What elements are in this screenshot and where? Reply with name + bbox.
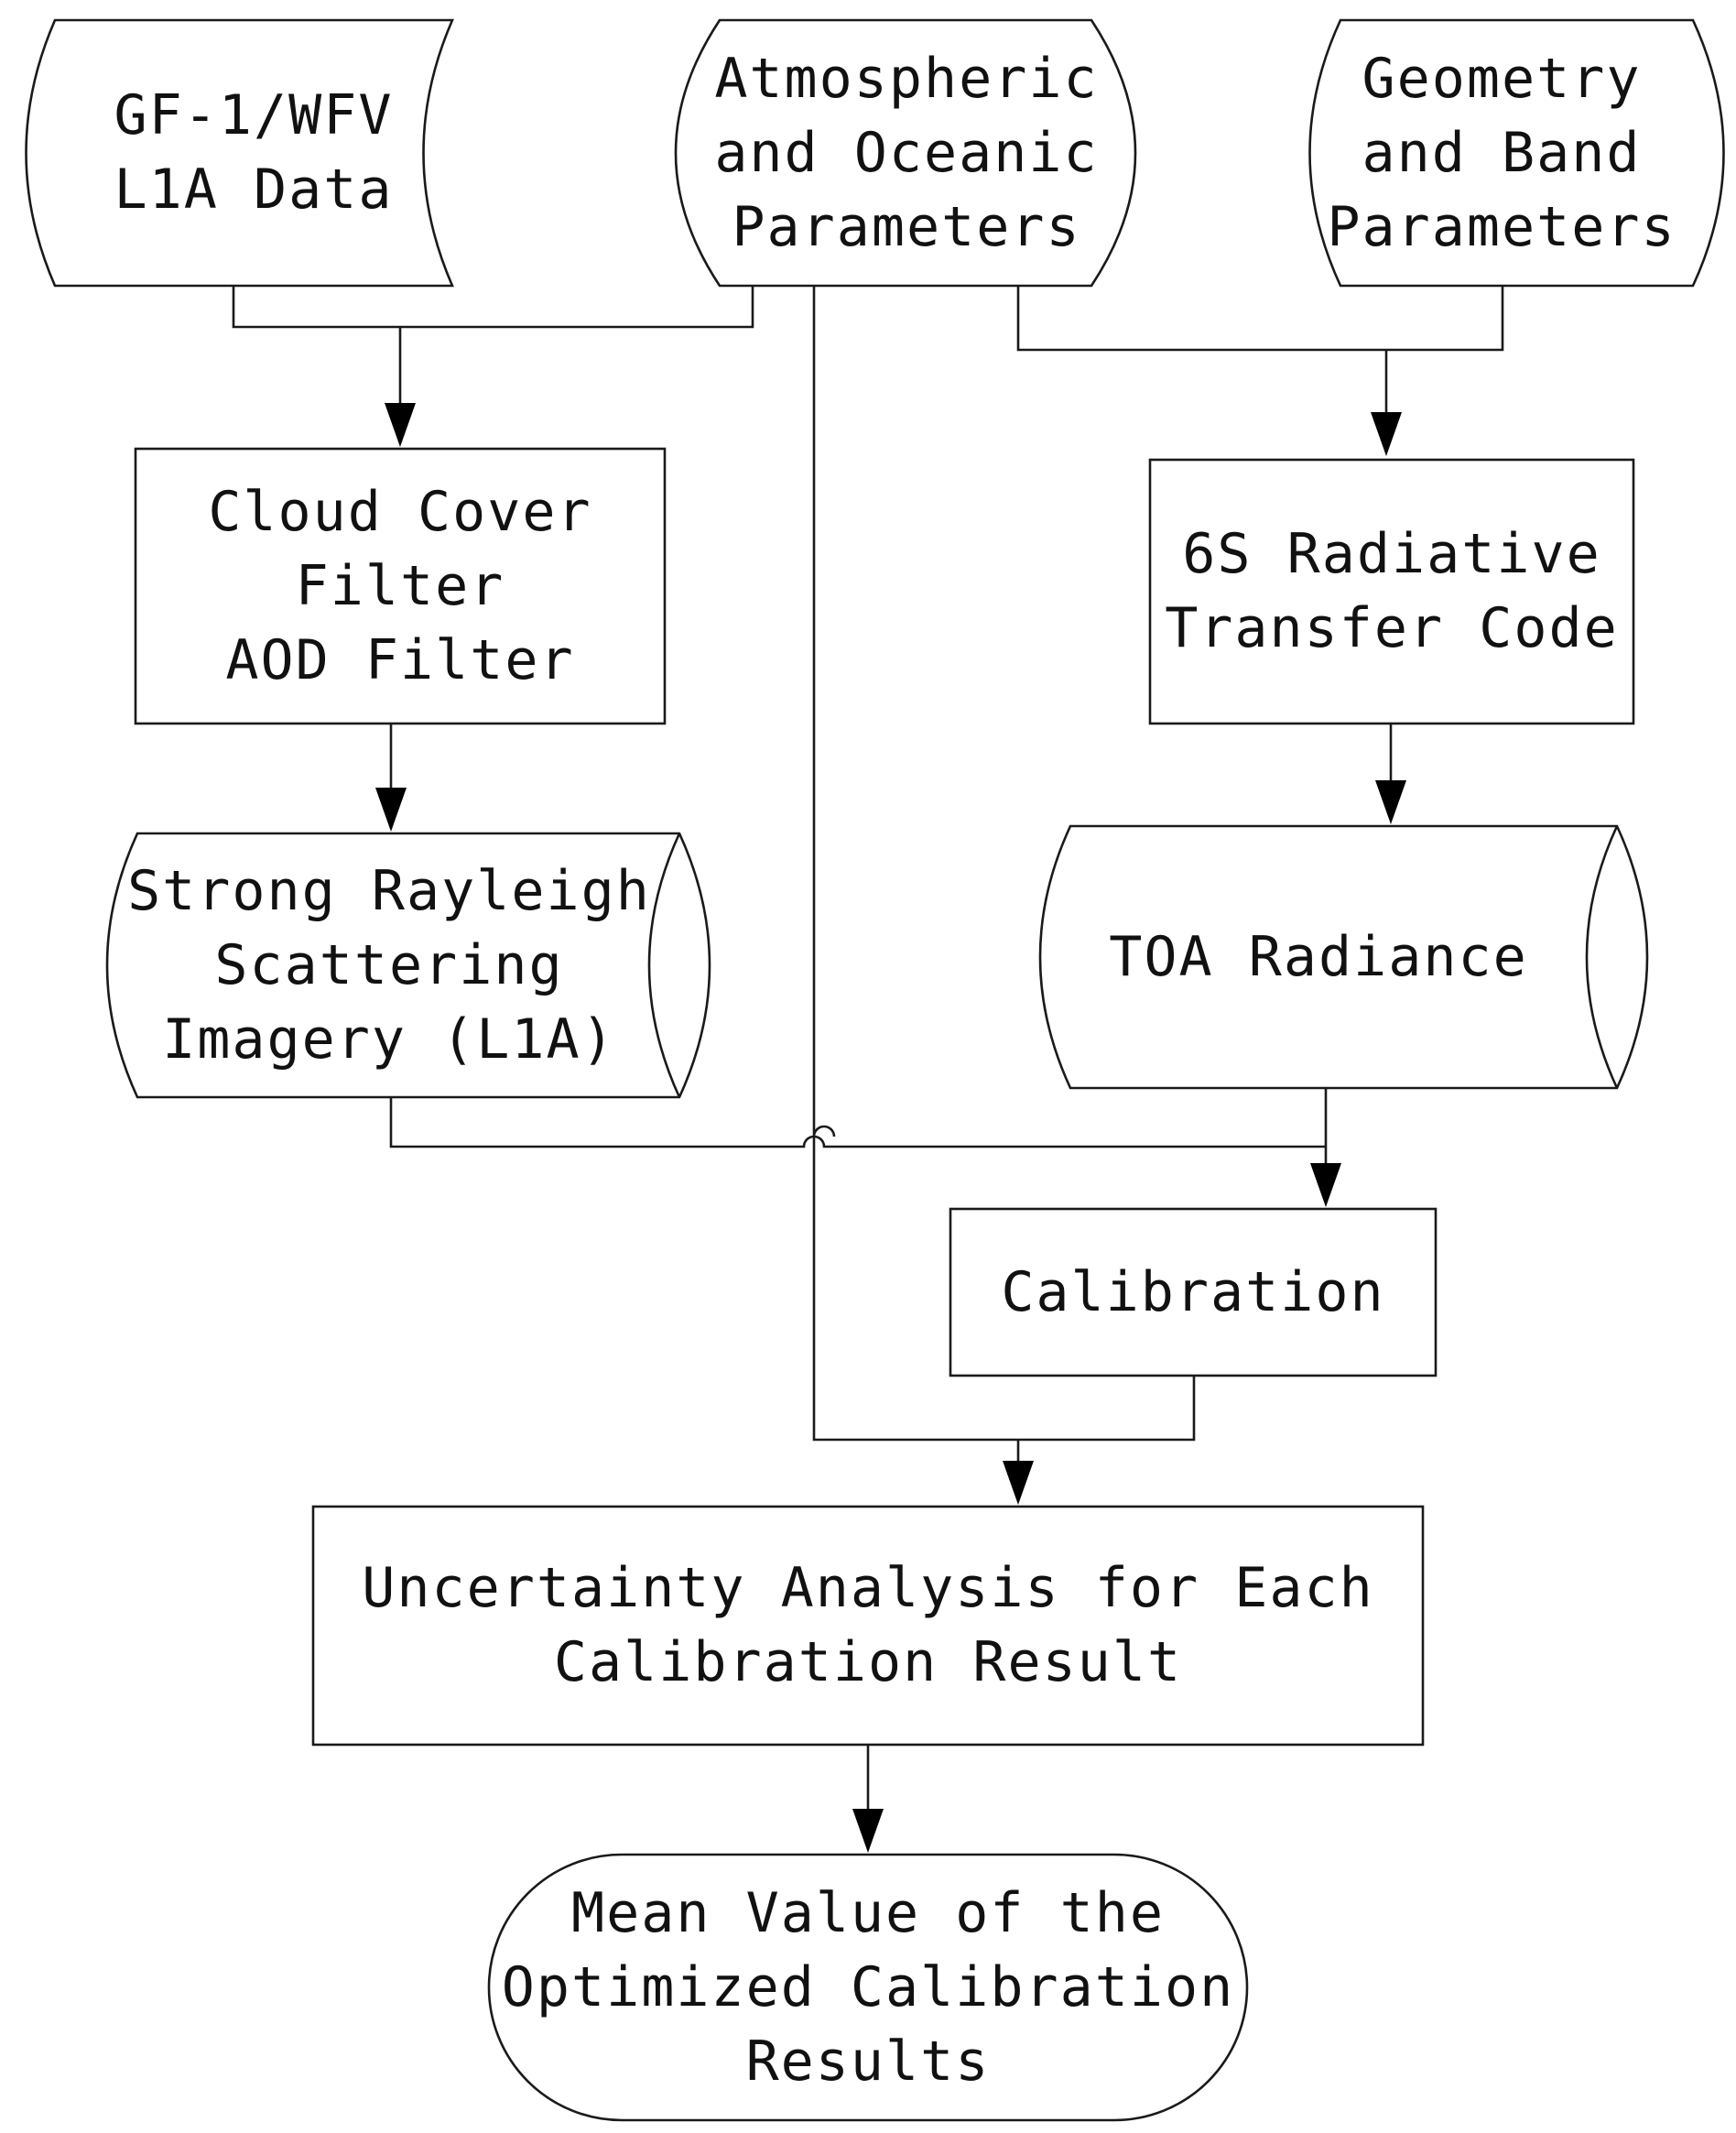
atmo-params-label: Atmospheric and Oceanic Parameters (696, 20, 1117, 286)
rt-code-box (1148, 458, 1635, 725)
cloud-filter-label-line: Cloud Cover (208, 479, 592, 544)
connector-to-calibration (389, 1088, 1328, 1163)
calibration-label-line: Calibration (1001, 1259, 1385, 1324)
gf1-data-label-line: L1A Data (114, 158, 394, 222)
mean-value-label-line: Mean Value of the (570, 1880, 1166, 1945)
cloud-filter-label-line: AOD Filter (225, 627, 575, 692)
arrowhead-uncertainty (1003, 1461, 1034, 1505)
atmo-params-label-line: and Oceanic (714, 120, 1099, 185)
mean-value-label-line: Optimized Calibration (501, 1954, 1235, 2019)
arrowhead-6s (1371, 412, 1402, 456)
arrowhead-toa (1375, 780, 1406, 824)
rayleigh-imagery-label: Strong Rayleigh Scattering Imagery (L1A) (119, 833, 659, 1097)
arrowhead-calibration (1310, 1163, 1341, 1207)
rayleigh-imagery-label-line: Imagery (L1A) (162, 1007, 616, 1072)
uncertainty-label-line: Uncertainty Analysis for Each (362, 1556, 1374, 1620)
rt-code-label: 6S Radiative Transfer Code (1150, 460, 1633, 724)
uncertainty-label: Uncertainty Analysis for Each Calibratio… (313, 1507, 1423, 1745)
arrowhead-imagery (375, 788, 407, 832)
geometry-params-stored-shape (1308, 18, 1725, 288)
connector-inputs-to-cloud-filter (232, 286, 754, 403)
gf1-data-label-line: GF-1/WFV (114, 83, 394, 147)
rayleigh-imagery-label-line: Strong Rayleigh (127, 858, 651, 923)
arrowhead-mean (852, 1809, 884, 1853)
connector-params-to-6s (1016, 286, 1504, 412)
toa-radiance-cylinder-curve (1585, 825, 1619, 1089)
mean-value-label: Mean Value of the Optimized Calibration … (489, 1855, 1247, 2120)
rt-code-label-line: 6S Radiative (1182, 522, 1601, 586)
uncertainty-label-line: Calibration Result (553, 1630, 1183, 1694)
geometry-params-label: Geometry and Band Parameters (1318, 20, 1685, 286)
cloud-filter-box (134, 447, 667, 725)
connector-atmospheric-to-uncertainty (812, 286, 1196, 1461)
rayleigh-imagery-label-line: Scattering (214, 932, 564, 997)
atmo-params-label-line: Atmospheric (714, 46, 1099, 111)
geometry-params-label-line: Parameters (1327, 194, 1676, 259)
mean-value-label-line: Results (745, 2029, 991, 2094)
rt-code-label-line: Transfer Code (1165, 596, 1619, 660)
atmo-params-label-line: Parameters (732, 194, 1081, 259)
atmo-params-stored-shape (674, 18, 1137, 288)
gf1-data-stored-shape (25, 18, 454, 288)
mean-value-terminator (487, 1853, 1249, 2122)
rayleigh-imagery-cylinder-curve (647, 833, 681, 1098)
calibration-box (949, 1207, 1438, 1377)
geometry-params-label-line: and Band (1362, 120, 1642, 185)
toa-radiance-label: TOA Radiance (1044, 826, 1593, 1088)
cloud-filter-label-line: Filter (295, 553, 505, 618)
uncertainty-box (311, 1505, 1425, 1747)
arrowhead-cloud-filter (385, 403, 416, 447)
geometry-params-label-line: Geometry (1362, 46, 1642, 111)
gf1-data-label: GF-1/WFV L1A Data (55, 20, 452, 286)
cloud-filter-label: Cloud Cover Filter AOD Filter (136, 449, 665, 724)
calibration-label: Calibration (950, 1209, 1436, 1376)
toa-radiance-label-line: TOA Radiance (1109, 924, 1528, 989)
